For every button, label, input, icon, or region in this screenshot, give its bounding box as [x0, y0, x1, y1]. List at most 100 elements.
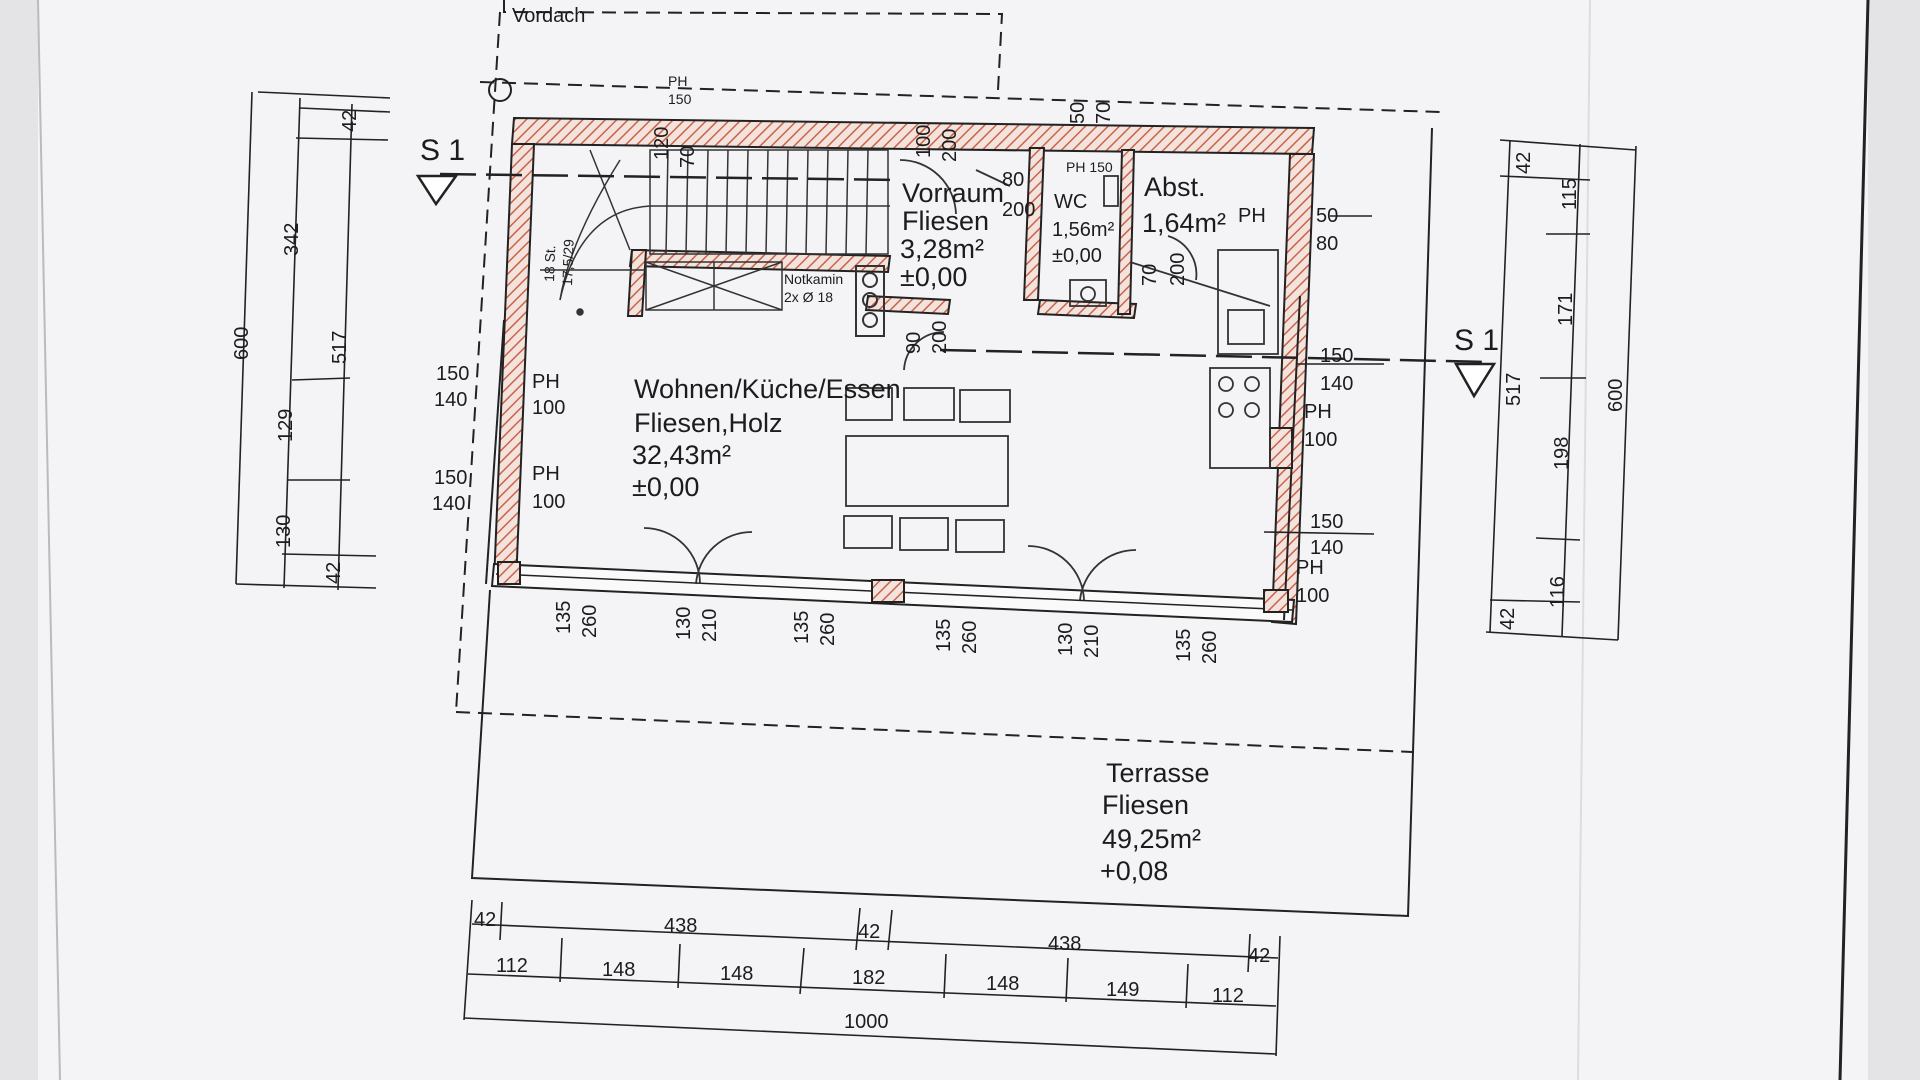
room-living: Wohnen/Küche/Essen Fliesen,Holz 32,43m² … — [632, 374, 901, 502]
room-storage-area: 1,64m² — [1142, 208, 1226, 238]
svg-text:140: 140 — [432, 493, 465, 515]
paper-left-edge — [37, 0, 61, 1080]
svg-text:100: 100 — [1304, 429, 1337, 451]
svg-text:210: 210 — [699, 609, 721, 642]
svg-text:150: 150 — [436, 363, 469, 385]
section-cut-line — [415, 172, 1497, 399]
svg-text:200: 200 — [939, 129, 961, 162]
svg-text:42: 42 — [474, 909, 496, 931]
svg-text:260: 260 — [579, 605, 601, 638]
room-hall-area: 3,28m² — [900, 234, 984, 264]
svg-text:260: 260 — [1199, 631, 1221, 664]
svg-text:70: 70 — [677, 146, 699, 168]
section-marker-right: S 1 — [1454, 324, 1499, 357]
svg-text:PH: PH — [1296, 557, 1324, 579]
svg-text:135: 135 — [1173, 629, 1195, 662]
svg-text:210: 210 — [1081, 625, 1103, 658]
svg-text:517: 517 — [329, 331, 351, 364]
svg-text:42: 42 — [323, 562, 345, 584]
room-storage-name: Abst. — [1144, 172, 1206, 202]
room-wc-level: ±0,00 — [1052, 245, 1102, 267]
svg-text:438: 438 — [664, 915, 697, 937]
svg-text:438: 438 — [1048, 933, 1081, 955]
room-wc-name: WC — [1054, 191, 1087, 213]
canopy-dashed-bottom — [455, 711, 1413, 753]
svg-text:50: 50 — [1316, 205, 1338, 227]
svg-text:260: 260 — [959, 621, 981, 654]
chimney-flues — [855, 265, 885, 337]
canopy-label: Vordach — [512, 5, 585, 27]
svg-text:70: 70 — [1139, 264, 1161, 286]
chimney-label: Notkamin — [784, 271, 843, 287]
canopy-outline — [503, 0, 1004, 91]
svg-text:PH: PH — [1304, 401, 1332, 423]
room-terrace: Terrasse Fliesen 49,25m² +0,08 — [1100, 758, 1210, 886]
svg-text:PH: PH — [532, 371, 560, 393]
paper-right-edge — [1838, 0, 1870, 1080]
svg-text:182: 182 — [852, 967, 885, 989]
svg-text:120: 120 — [651, 127, 673, 160]
svg-text:115: 115 — [1559, 178, 1581, 210]
roof-dashed-top — [479, 81, 1441, 113]
room-hall: Vorraum Fliesen 3,28m² ±0,00 — [900, 178, 1004, 292]
svg-text:PH: PH — [532, 463, 560, 485]
svg-text:112: 112 — [1212, 985, 1244, 1007]
room-living-area: 32,43m² — [632, 440, 731, 470]
room-wc: WC 1,56m² ±0,00 — [1052, 191, 1115, 267]
svg-text:130: 130 — [673, 607, 695, 640]
fixtures — [643, 159, 1279, 601]
terrace-outline — [470, 127, 1433, 918]
svg-text:100: 100 — [532, 397, 565, 419]
svg-text:130: 130 — [1055, 623, 1077, 656]
svg-text:129: 129 — [275, 409, 297, 442]
svg-text:150: 150 — [1310, 511, 1343, 533]
ph-top-value: 150 — [668, 91, 692, 107]
svg-text:42: 42 — [1497, 608, 1519, 630]
section-marker-left: S 1 — [420, 134, 465, 167]
svg-text:100: 100 — [1296, 585, 1329, 607]
left-dimension-texts: 42 342 129 130 42 517 600 — [231, 110, 361, 584]
svg-text:148: 148 — [986, 973, 1019, 995]
svg-text:42: 42 — [1513, 152, 1535, 174]
svg-text:80: 80 — [1002, 169, 1024, 191]
room-hall-name: Vorraum — [902, 178, 1004, 208]
room-terrace-area: 49,25m² — [1102, 824, 1201, 854]
svg-text:200: 200 — [1002, 199, 1035, 221]
chimney-spec-label: 2x Ø 18 — [784, 289, 833, 305]
svg-text:135: 135 — [553, 601, 575, 634]
svg-text:42: 42 — [339, 110, 361, 132]
svg-text:517: 517 — [1503, 373, 1525, 406]
svg-text:70: 70 — [1093, 102, 1115, 124]
right-dimension-lines — [1263, 139, 1637, 641]
wc-ph-label: PH 150 — [1066, 159, 1113, 175]
svg-text:135: 135 — [933, 619, 955, 652]
stairs-rise-label: 17,5/29 — [559, 239, 577, 286]
svg-text:171: 171 — [1555, 293, 1577, 326]
room-living-name: Wohnen/Küche/Essen — [634, 374, 901, 404]
staircase — [540, 149, 890, 316]
svg-text:PH: PH — [1238, 205, 1266, 227]
svg-text:112: 112 — [496, 955, 528, 977]
svg-text:130: 130 — [273, 515, 295, 548]
svg-text:148: 148 — [602, 959, 635, 981]
room-terrace-name: Terrasse — [1106, 758, 1210, 788]
svg-text:140: 140 — [434, 389, 467, 411]
svg-text:600: 600 — [1605, 379, 1627, 412]
room-wc-area: 1,56m² — [1052, 219, 1115, 241]
svg-text:342: 342 — [281, 223, 303, 256]
ph-top-label: PH — [668, 73, 687, 89]
svg-text:50: 50 — [1067, 102, 1089, 124]
svg-text:260: 260 — [817, 613, 839, 646]
svg-text:150: 150 — [1320, 345, 1353, 367]
right-dimension-texts: 42 115 171 198 116 42 517 600 — [1497, 152, 1627, 630]
walls — [485, 116, 1316, 626]
canopy-dashed-left — [455, 11, 501, 713]
svg-text:600: 600 — [231, 327, 253, 360]
left-dimension-lines — [235, 91, 391, 591]
svg-text:1000: 1000 — [844, 1011, 889, 1033]
svg-text:150: 150 — [434, 467, 467, 489]
svg-text:140: 140 — [1310, 537, 1343, 559]
svg-text:42: 42 — [858, 921, 880, 943]
room-storage: Abst. 1,64m² — [1142, 172, 1226, 238]
